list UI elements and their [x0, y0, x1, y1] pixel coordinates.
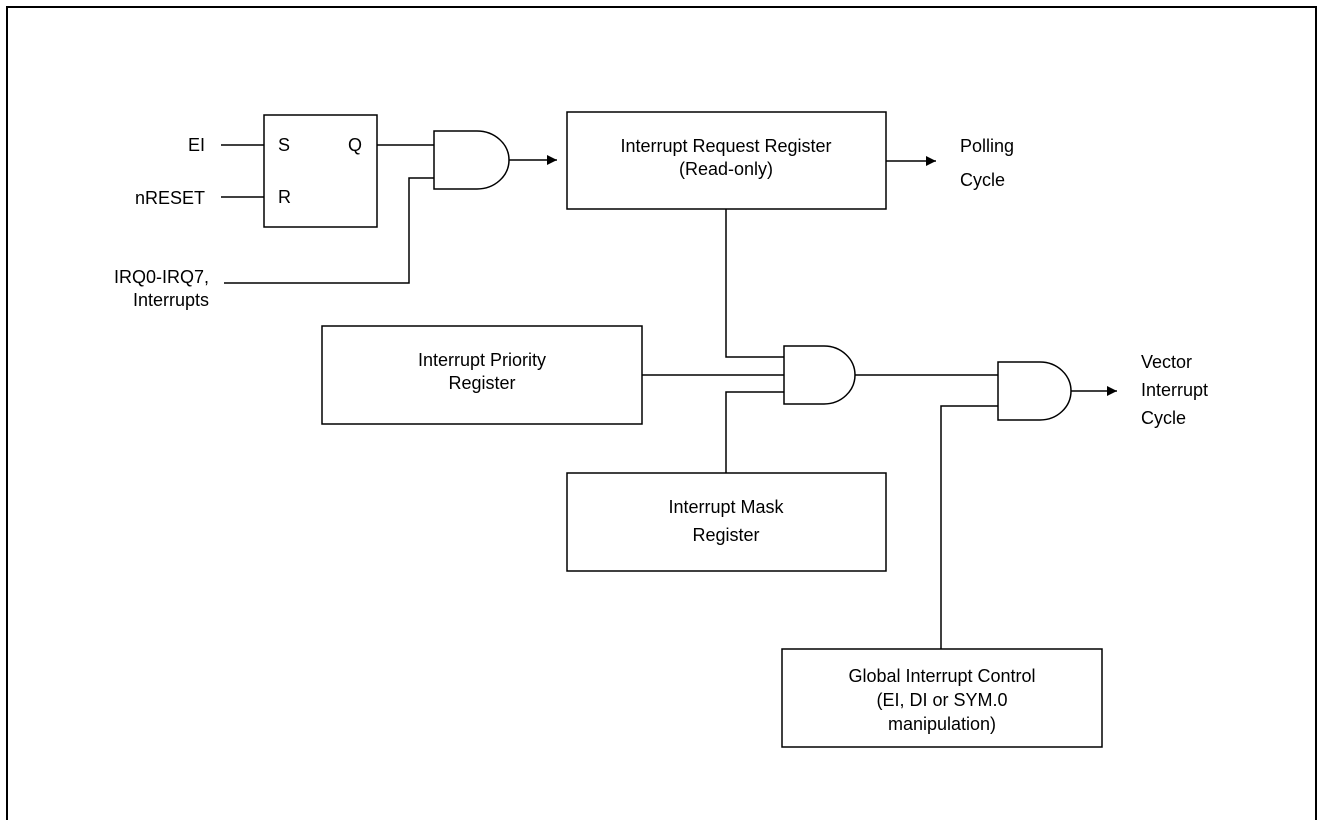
polling-line1: Polling	[960, 136, 1014, 156]
global-control-line3: manipulation)	[888, 714, 996, 734]
polling-line2: Cycle	[960, 170, 1005, 190]
vector-line1: Vector	[1141, 352, 1192, 372]
nreset-label: nRESET	[135, 188, 205, 208]
priority-register-line1: Interrupt Priority	[418, 350, 546, 370]
mask-register-line1: Interrupt Mask	[668, 497, 784, 517]
and-gate-1	[433, 130, 510, 190]
global-control-line2: (EI, DI or SYM.0	[876, 690, 1007, 710]
ei-label: EI	[188, 135, 205, 155]
request-register-line2: (Read-only)	[679, 159, 773, 179]
global-control-line1: Global Interrupt Control	[848, 666, 1035, 686]
request-to-and2-wire	[725, 209, 784, 358]
mask-to-and2-wire	[725, 391, 784, 473]
vector-line3: Cycle	[1141, 408, 1186, 428]
sr-flipflop-box	[263, 114, 378, 228]
mask-register-line2: Register	[692, 525, 759, 545]
global-to-and3-wire	[940, 405, 998, 649]
and-gate-2	[783, 345, 856, 405]
irq-wire	[224, 177, 434, 284]
global-control-box	[781, 648, 1103, 748]
flipflop-q-label: Q	[348, 135, 362, 155]
irq-label-line2: Interrupts	[133, 290, 209, 310]
flipflop-s-label: S	[278, 135, 290, 155]
irq-label-line1: IRQ0-IRQ7,	[114, 267, 209, 287]
vector-line2: Interrupt	[1141, 380, 1208, 400]
diagram-frame	[6, 6, 1317, 820]
and-gate-3	[997, 361, 1072, 421]
flipflop-r-label: R	[278, 187, 291, 207]
mask-register-box	[566, 472, 887, 572]
priority-register-line2: Register	[448, 373, 515, 393]
request-register-line1: Interrupt Request Register	[620, 136, 831, 156]
